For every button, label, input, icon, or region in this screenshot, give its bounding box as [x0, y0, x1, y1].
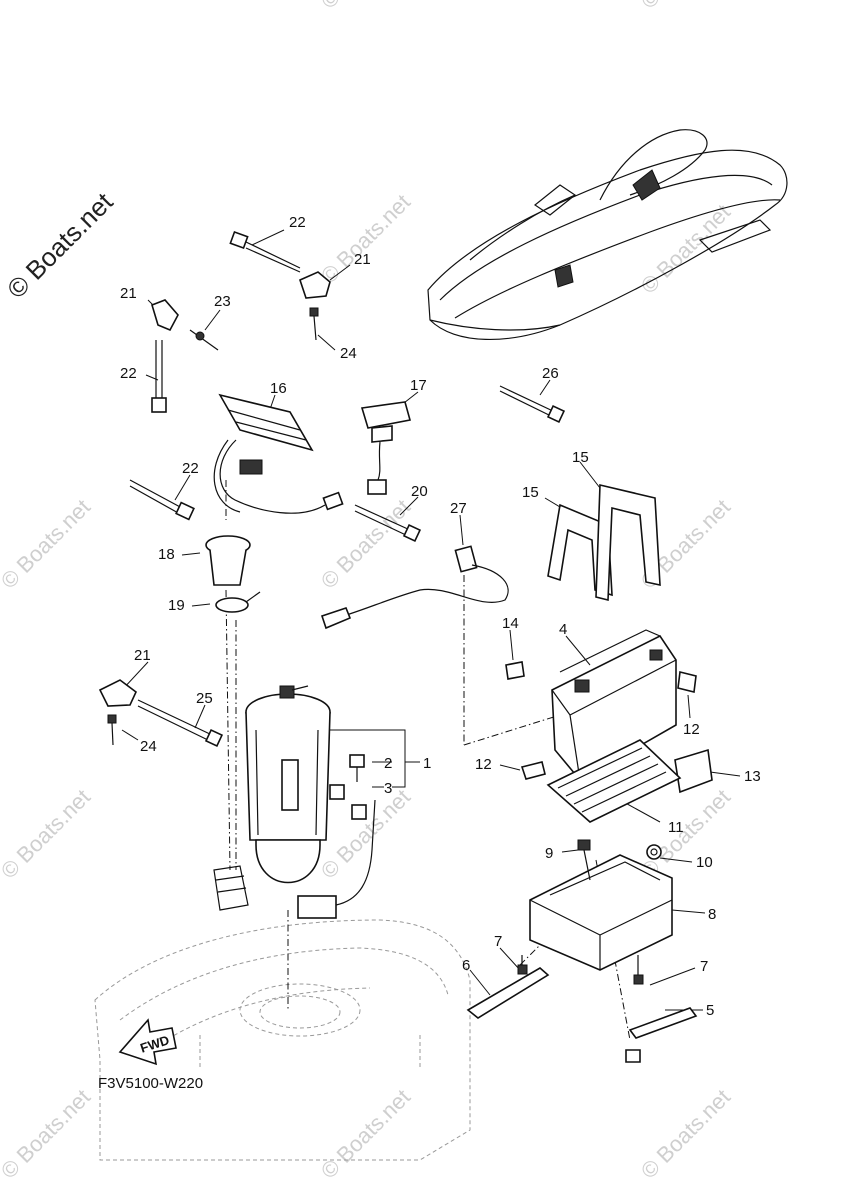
pad-12-right — [677, 671, 697, 693]
rivet-7-right — [633, 955, 644, 985]
cable-tie-22-top — [229, 230, 301, 273]
callout-7: 7 — [700, 958, 708, 975]
callout-24: 24 — [140, 738, 157, 755]
cable-tie-22-mid — [129, 479, 195, 521]
callout-15: 15 — [522, 484, 539, 501]
hull-outline — [94, 919, 471, 1161]
watermark: © Boats.net — [316, 0, 415, 14]
callout-15: 15 — [572, 449, 589, 466]
watermark-layer: © Boats.net © Boats.net © Boats.net © Bo… — [0, 0, 735, 1184]
diagram-code: F3V5100-W220 — [98, 1075, 203, 1092]
callout-13: 13 — [744, 768, 761, 785]
callout-9: 9 — [545, 845, 553, 862]
callout-21: 21 — [120, 285, 137, 302]
callout-12: 12 — [475, 756, 492, 773]
harness-bracket-16 — [213, 393, 344, 514]
nut-10 — [646, 844, 662, 860]
callout-20: 20 — [411, 483, 428, 500]
rivet-23 — [189, 329, 219, 351]
hose-clamp-19 — [215, 591, 261, 613]
cable-tie-22-left — [151, 340, 167, 413]
callout-12: 12 — [683, 721, 700, 738]
callout-26: 26 — [542, 365, 559, 382]
rivet-24-lower — [107, 714, 117, 746]
callout-3: 3 — [384, 780, 392, 797]
callout-19: 19 — [168, 597, 185, 614]
clamp-21-left — [151, 299, 179, 332]
harness-bundle — [213, 865, 249, 911]
connector-2 — [349, 754, 365, 782]
callout-2: 2 — [384, 755, 392, 772]
rivet-7-left — [517, 955, 528, 975]
battery-box-8 — [529, 854, 673, 971]
callout-22: 22 — [289, 214, 306, 231]
switch-17 — [360, 401, 412, 495]
bracket-5 — [625, 1007, 698, 1063]
callout-27: 27 — [450, 500, 467, 517]
fwd-arrow: FWD — [118, 1018, 177, 1066]
callout-22: 22 — [182, 460, 199, 477]
callout-24: 24 — [340, 345, 357, 362]
callout-23: 23 — [214, 293, 231, 310]
sensor-27 — [320, 545, 509, 630]
callout-6: 6 — [462, 957, 470, 974]
callout-25: 25 — [196, 690, 213, 707]
callout-10: 10 — [696, 854, 713, 871]
callout-14: 14 — [502, 615, 519, 632]
callout-17: 17 — [410, 377, 427, 394]
battery-mat-11 — [546, 739, 682, 823]
grommet-18 — [205, 535, 251, 586]
connector-3 — [329, 784, 367, 820]
watermark: © Boats.net — [0, 494, 95, 593]
clamp-21-lower — [98, 679, 137, 707]
callout-4: 4 — [559, 621, 567, 638]
watermark: © Boats.net — [636, 1084, 735, 1183]
clamp-21-top — [299, 271, 331, 299]
cable-tie-26 — [499, 385, 566, 424]
callout-16: 16 — [270, 380, 287, 397]
bracket-6 — [466, 967, 550, 1019]
watercraft-illustration — [427, 129, 788, 341]
callout-11: 11 — [668, 819, 684, 836]
pad-13 — [674, 748, 713, 794]
callout-5: 5 — [706, 1002, 714, 1019]
watermark: © Boats.net — [316, 189, 415, 288]
cable-tie-20 — [354, 504, 422, 543]
pad-12-left — [520, 761, 546, 780]
watermark: © Boats.net — [0, 1084, 95, 1183]
pad-14 — [505, 661, 525, 680]
callout-1: 1 — [423, 755, 431, 772]
callout-21: 21 — [354, 251, 371, 268]
watermark-main: © Boats.net — [1, 186, 119, 304]
rivet-24-top — [309, 307, 319, 341]
callout-8: 8 — [708, 906, 716, 923]
callout-21: 21 — [134, 647, 151, 664]
watermark: © Boats.net — [0, 784, 95, 883]
battery-4 — [551, 629, 677, 782]
cable-tie-25 — [137, 699, 224, 748]
fuel-pump-1 — [245, 685, 376, 919]
watermark: © Boats.net — [636, 0, 735, 14]
battery-straps-15 — [547, 483, 661, 602]
callout-7: 7 — [494, 933, 502, 950]
callout-22: 22 — [120, 365, 137, 382]
bolt-9 — [577, 839, 591, 881]
callout-labels: 22 21 21 23 24 22 16 17 26 22 20 15 15 1… — [120, 214, 761, 1019]
watermark: © Boats.net — [316, 1084, 415, 1183]
callout-18: 18 — [158, 546, 175, 563]
